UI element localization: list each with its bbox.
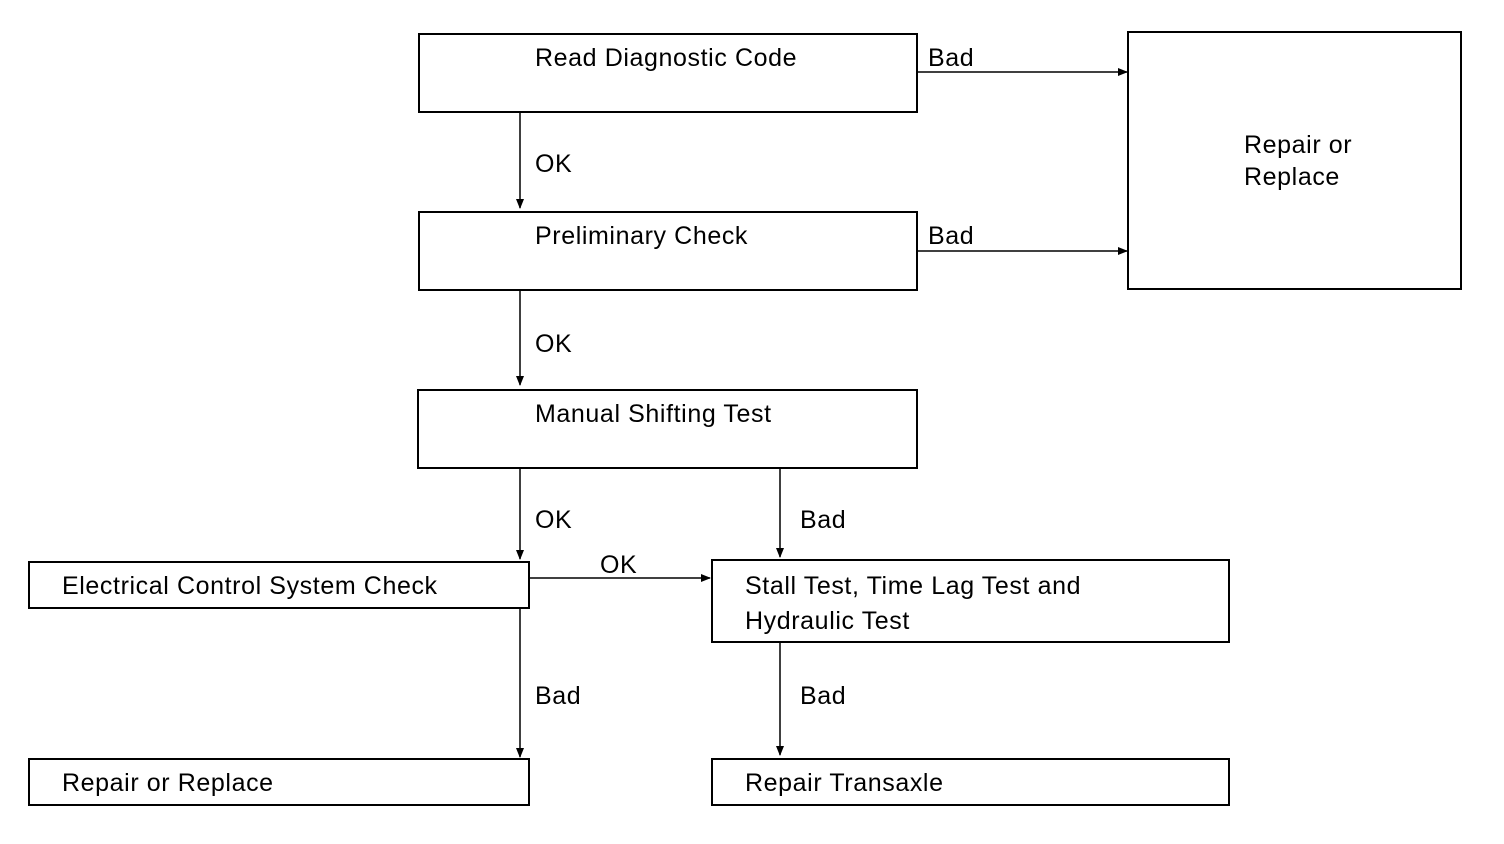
edge-label-manual-ok: OK — [535, 506, 573, 534]
edge-label-manual-bad: Bad — [800, 506, 847, 534]
edge-label-read-bad: Bad — [928, 44, 975, 72]
repair-transaxle-box — [711, 758, 1230, 806]
stall-test-label-line1: Stall Test, Time Lag Test and — [745, 572, 1082, 600]
edge-label-prelim-bad: Bad — [928, 222, 975, 250]
edge-label-prelim-ok: OK — [535, 330, 573, 358]
preliminary-check-label: Preliminary Check — [535, 222, 749, 250]
manual-shifting-test-box — [417, 389, 918, 469]
repair-or-replace-bottom-label: Repair or Replace — [62, 769, 274, 797]
edge-label-stall-bad: Bad — [800, 682, 847, 710]
repair-or-replace-bottom-box — [28, 758, 530, 806]
stall-test-label-line2: Hydraulic Test — [745, 607, 910, 635]
electrical-control-check-label: Electrical Control System Check — [62, 572, 438, 600]
preliminary-check-box — [418, 211, 918, 291]
edge-label-read-ok: OK — [535, 150, 573, 178]
repair-transaxle-label: Repair Transaxle — [745, 769, 944, 797]
repair-top-label-line2: Replace — [1244, 163, 1340, 191]
repair-top-label-line1: Repair or — [1244, 131, 1353, 159]
manual-shifting-test-label: Manual Shifting Test — [535, 400, 772, 428]
stall-test-box — [711, 559, 1230, 643]
read-diagnostic-code-label: Read Diagnostic Code — [535, 44, 798, 72]
electrical-control-check-box — [28, 561, 530, 609]
read-diagnostic-code-box — [418, 33, 918, 113]
edge-label-electrical-ok: OK — [600, 551, 638, 579]
repair-or-replace-top-box — [1127, 31, 1462, 290]
edge-label-electrical-bad: Bad — [535, 682, 582, 710]
